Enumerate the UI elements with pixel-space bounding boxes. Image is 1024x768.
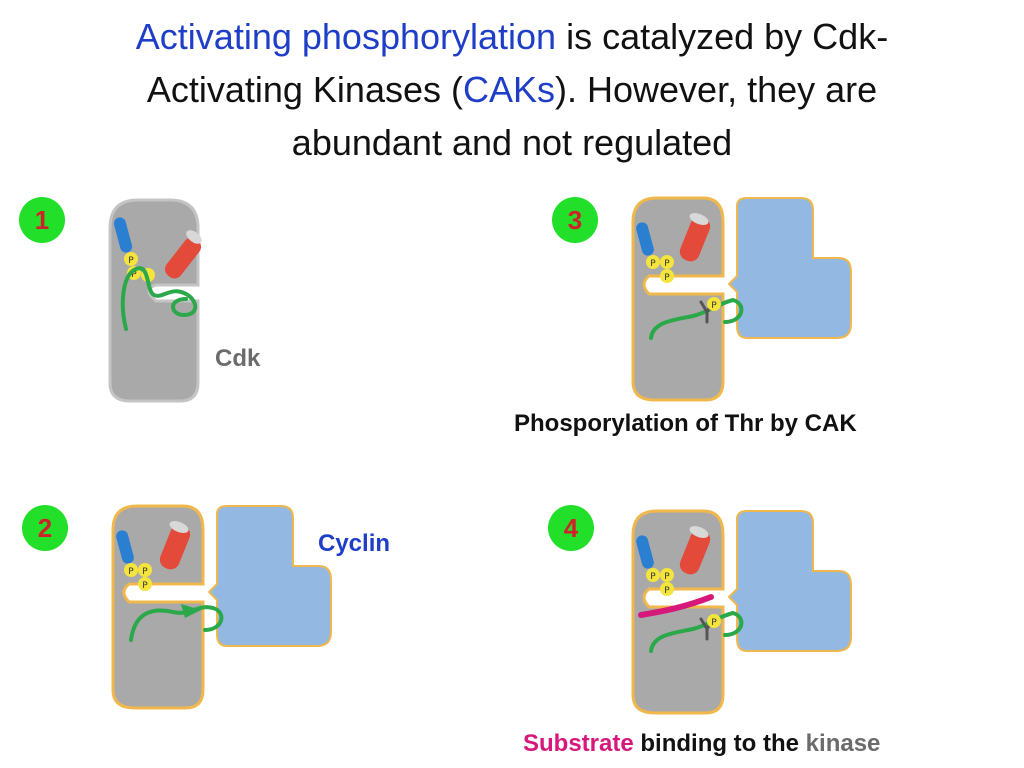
blue-helix — [113, 217, 133, 253]
substrate-word: Substrate — [523, 730, 634, 757]
blue-helix — [636, 535, 654, 569]
binding-words: binding to the — [633, 730, 806, 757]
phosphate-label: P — [128, 567, 134, 577]
step-1-badge: 1 — [19, 197, 65, 243]
title-text-1: is catalyzed by Cdk- — [556, 16, 889, 57]
phosphate-label: P — [142, 567, 148, 577]
phosphate — [138, 563, 152, 577]
red-helix — [159, 524, 191, 570]
panel-2-cdk-cyclin: P P P — [111, 504, 332, 710]
phosphate — [660, 568, 674, 582]
phosphate-label: P — [664, 259, 670, 269]
phosphate — [660, 255, 674, 269]
phosphate-label: P — [711, 301, 717, 311]
title-text-4: abundant and not regulated — [291, 122, 733, 163]
phosphate — [660, 269, 674, 283]
phosphate-label: P — [142, 581, 148, 591]
phosphate — [124, 252, 138, 266]
title-highlight-activating-phosphorylation: Activating phosphorylation — [135, 16, 557, 57]
blue-helix — [636, 222, 654, 256]
phosphate-label: P — [128, 256, 134, 266]
cdk-body — [108, 198, 200, 403]
title-text-3: ). However, they are — [555, 69, 878, 110]
phosphate — [660, 582, 674, 596]
phosphate — [138, 577, 152, 591]
phosphorylation-label: Phosporylation of Thr by CAK — [514, 410, 857, 437]
red-helix — [679, 216, 711, 262]
step-2-badge: 2 — [22, 505, 68, 551]
phosphate-label: P — [650, 259, 656, 269]
phosphate — [646, 255, 660, 269]
panel-3-thr-phosphorylation: P P P P — [631, 196, 852, 402]
title-text-2: Activating Kinases ( — [146, 69, 463, 110]
red-helix — [164, 237, 202, 279]
substrate-peptide — [638, 594, 714, 618]
substrate-binding-label: Substrate binding to the kinase — [523, 730, 880, 758]
page-title: Activating phosphorylation is catalyzed … — [40, 10, 984, 169]
cyclin-body — [207, 505, 332, 647]
cdk-label: Cdk — [215, 345, 261, 372]
phosphate — [124, 563, 138, 577]
phosphate-thr — [707, 614, 721, 628]
cyclin-body — [727, 510, 852, 652]
phosphate-label: P — [664, 586, 670, 596]
phosphate-thr — [707, 297, 721, 311]
phosphate-label: P — [711, 618, 717, 628]
phosphate-label: P — [650, 572, 656, 582]
step-3-badge: 3 — [552, 197, 598, 243]
step-4-badge: 4 — [548, 505, 594, 551]
phosphate — [646, 568, 660, 582]
cyclin-body — [727, 197, 852, 339]
blue-helix — [116, 530, 134, 564]
panel-1-cdk-inactive: P P — [108, 198, 202, 403]
kinase-word: kinase — [805, 730, 881, 757]
title-highlight-caks: CAKs — [462, 69, 556, 110]
t-loop — [120, 266, 198, 331]
red-helix — [679, 529, 711, 575]
phosphate-label: P — [664, 273, 670, 283]
panel-4-substrate-binding: P P P P — [631, 509, 852, 715]
phosphate-label: P — [664, 572, 670, 582]
phosphate-label: P — [131, 270, 137, 280]
cyclin-label: Cyclin — [318, 530, 391, 557]
